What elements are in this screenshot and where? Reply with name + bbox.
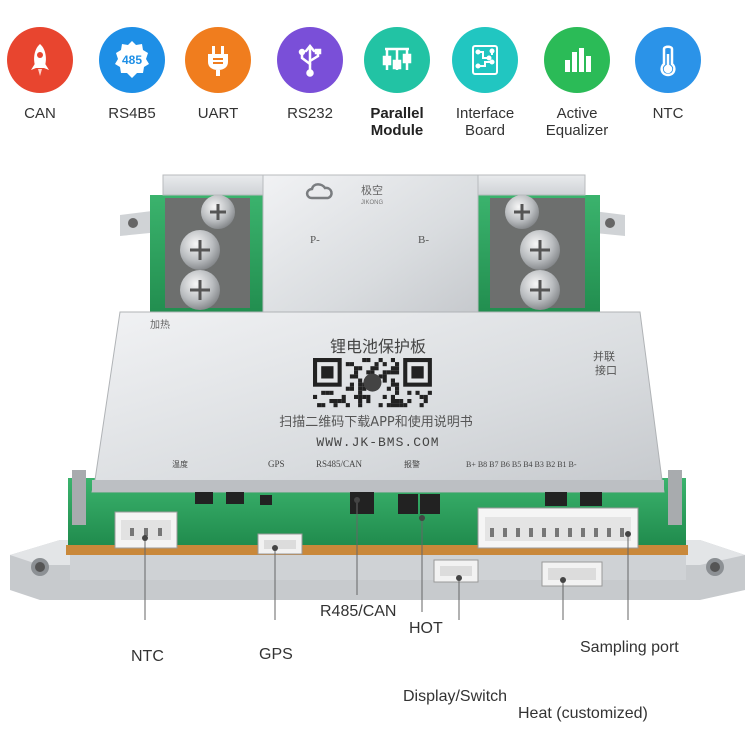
sampling-port-connector — [477, 507, 639, 549]
port-label-cells: B+ B8 B7 B6 B5 B4 B3 B2 B1 B- — [466, 460, 577, 469]
parallel-port-label: 并联 — [593, 349, 615, 363]
equalizer-bars-icon — [544, 27, 610, 93]
callout-sampling-port: Sampling port — [580, 639, 679, 656]
feature-uart: UART — [178, 27, 258, 122]
terminal-screws-left — [180, 195, 235, 310]
heat-connector — [541, 561, 603, 587]
terminal-label-p-minus: P- — [310, 234, 320, 246]
callout-lines — [144, 500, 629, 620]
callout-r485-can: R485/CAN — [320, 603, 397, 620]
feature-label: NTC — [652, 105, 684, 122]
callout-display-switch: Display/Switch — [403, 688, 508, 705]
gps-connector — [257, 533, 303, 555]
svg-text:极空: 极空 — [361, 183, 383, 197]
rocket-icon — [7, 27, 73, 93]
ntc-connector — [114, 511, 178, 549]
parallel-port-label-2: 接口 — [595, 364, 617, 377]
feature-label: RS232 — [287, 105, 333, 122]
parallel-bars-icon — [364, 27, 430, 93]
port-label-gps: GPS — [268, 459, 285, 469]
display-switch-connector — [433, 559, 479, 583]
website-url: WWW.JK-BMS.COM — [316, 435, 439, 450]
bms-board-illustration: 极空 JIKONG P- B- 加热 锂电池保护板 并联 接口 扫描二维码下载A… — [10, 174, 745, 620]
qr-code — [313, 358, 432, 408]
feature-rs485: 485 RS4B5 — [92, 27, 172, 122]
feature-ntc: NTC — [628, 27, 708, 122]
svg-text:485: 485 — [122, 53, 142, 67]
front-heatsink-plate — [91, 311, 665, 493]
feature-label: CAN — [24, 105, 56, 122]
feature-label: RS4B5 — [108, 105, 156, 122]
badge-485-icon: 485 — [99, 27, 165, 93]
callout-heat-customized: Heat (customized) — [518, 705, 648, 722]
terminal-label-b-minus: B- — [418, 234, 429, 246]
port-label-alarm: 报警 — [404, 459, 420, 469]
rear-heatsink — [162, 174, 586, 321]
callout-ntc: NTC — [131, 648, 164, 665]
jikong-logo: 极空 JIKONG — [305, 183, 384, 206]
circuit-board-icon — [452, 27, 518, 93]
svg-text:JIKONG: JIKONG — [361, 200, 384, 206]
heat-label: 加热 — [150, 318, 170, 331]
callout-hot: HOT — [409, 620, 443, 637]
callout-gps: GPS — [259, 646, 293, 663]
port-label-rs485: RS485/CAN — [316, 459, 363, 469]
feature-rs232: RS232 — [270, 27, 350, 122]
mosfet-chips — [195, 492, 602, 514]
plug-icon — [185, 27, 251, 93]
terminal-screws-right — [505, 195, 560, 310]
thermometer-icon — [635, 27, 701, 93]
feature-can: CAN — [0, 27, 80, 122]
usb-icon — [277, 27, 343, 93]
scan-instruction: 扫描二维码下载APP和使用说明书 — [279, 414, 473, 430]
board-title: 锂电池保护板 — [330, 337, 426, 356]
port-label-temp: 温度 — [172, 459, 188, 469]
feature-label: UART — [197, 105, 239, 122]
